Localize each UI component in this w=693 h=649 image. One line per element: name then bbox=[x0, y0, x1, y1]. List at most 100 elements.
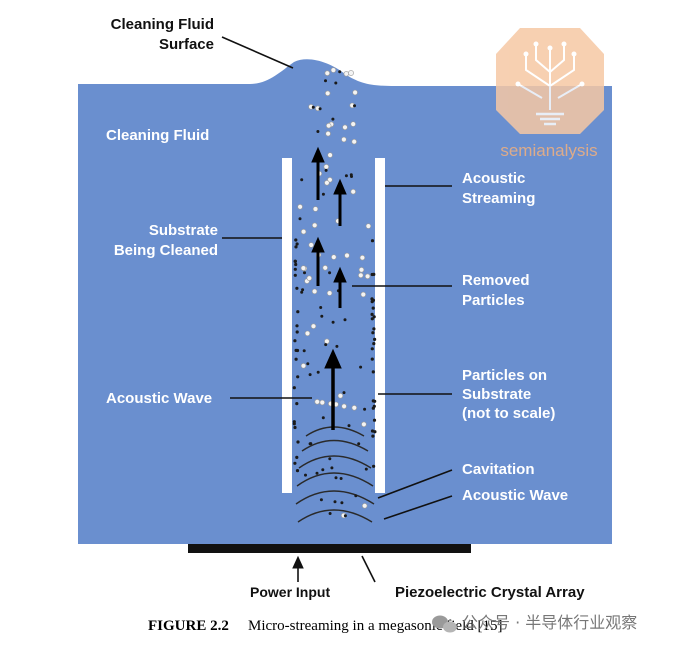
label-particles-line3: (not to scale) bbox=[462, 405, 555, 422]
label-acoustic-wave-left: Acoustic Wave bbox=[106, 390, 212, 407]
channel-watermark-text: 公众号 · 半导体行业观察 bbox=[462, 613, 637, 632]
streaming-arrows bbox=[311, 146, 347, 430]
substrate-particle bbox=[295, 286, 299, 290]
substrate-particle bbox=[370, 347, 374, 351]
particle bbox=[302, 349, 306, 353]
particle bbox=[365, 223, 372, 229]
particle bbox=[312, 206, 319, 212]
particle bbox=[362, 503, 368, 509]
substrate-particle bbox=[370, 312, 374, 316]
label-substrate-line2: Being Cleaned bbox=[114, 242, 218, 259]
surface-particle bbox=[348, 70, 354, 76]
particle bbox=[341, 136, 347, 143]
particle bbox=[304, 330, 311, 337]
label-particles-line1: Particles on bbox=[462, 367, 547, 384]
semianalysis-logo: semianalysis bbox=[496, 28, 604, 160]
caption-figure-label: FIGURE 2.2 bbox=[148, 618, 229, 634]
label-substrate-line1: Substrate bbox=[149, 222, 218, 239]
substrate-particle bbox=[295, 402, 299, 406]
substrate-particle bbox=[293, 267, 297, 271]
particle bbox=[309, 442, 313, 446]
particle bbox=[358, 272, 364, 278]
label-cleaning-fluid: Cleaning Fluid bbox=[106, 127, 209, 144]
wechat-icon bbox=[432, 615, 457, 633]
cleaning-fluid-tank bbox=[78, 59, 612, 545]
substrate-particle bbox=[373, 399, 377, 403]
particle bbox=[360, 291, 366, 298]
label-particles-line2: Substrate bbox=[462, 386, 531, 403]
particle-field bbox=[292, 67, 377, 519]
substrate-particle bbox=[296, 440, 300, 444]
particle bbox=[321, 468, 325, 472]
label-removed-line1: Removed bbox=[462, 272, 530, 289]
particle bbox=[335, 344, 339, 348]
substrate-particle bbox=[295, 242, 299, 246]
particle bbox=[363, 407, 367, 411]
substrate-particle bbox=[372, 315, 376, 319]
particle bbox=[326, 122, 332, 129]
label-removed-line2: Particles bbox=[462, 292, 525, 309]
particle bbox=[361, 421, 367, 427]
label-streaming-line2: Streaming bbox=[462, 190, 535, 207]
particle bbox=[339, 477, 343, 480]
particle bbox=[334, 81, 338, 85]
particle bbox=[304, 473, 307, 477]
substrate-particle bbox=[372, 418, 377, 422]
particle bbox=[343, 71, 349, 77]
particle bbox=[324, 180, 330, 186]
substrate-particle bbox=[294, 357, 298, 361]
particle bbox=[327, 152, 333, 158]
power-input-arrow bbox=[292, 555, 304, 582]
particle bbox=[320, 314, 324, 318]
particle bbox=[343, 318, 347, 322]
particle bbox=[321, 192, 325, 196]
particle bbox=[334, 476, 338, 480]
particle bbox=[308, 373, 312, 377]
particle bbox=[319, 399, 325, 406]
particle bbox=[340, 501, 344, 505]
substrate-particle bbox=[370, 239, 375, 243]
particle bbox=[316, 370, 320, 374]
particle bbox=[311, 288, 318, 295]
particle bbox=[357, 442, 361, 446]
particle bbox=[349, 173, 353, 177]
particle bbox=[314, 399, 320, 405]
particle bbox=[324, 168, 328, 172]
particle bbox=[328, 271, 332, 275]
particle bbox=[328, 512, 332, 515]
substrate-particle bbox=[296, 375, 300, 379]
label-power-input: Power Input bbox=[250, 584, 330, 600]
particle bbox=[359, 255, 366, 261]
particle bbox=[343, 514, 347, 518]
substrate-particle bbox=[370, 357, 374, 361]
particle bbox=[324, 70, 330, 76]
particle bbox=[324, 338, 330, 344]
particle bbox=[300, 290, 304, 294]
particle bbox=[331, 320, 335, 324]
particle bbox=[319, 498, 323, 502]
label-crystal-array: Piezoelectric Crystal Array bbox=[395, 584, 585, 601]
particle bbox=[350, 189, 356, 195]
particle bbox=[300, 363, 307, 369]
particle bbox=[303, 271, 306, 275]
substrate-particle bbox=[371, 306, 375, 310]
particle bbox=[351, 405, 357, 411]
substrate-particle bbox=[295, 330, 299, 334]
substrate-particle bbox=[292, 422, 296, 426]
substrate-particle bbox=[294, 245, 298, 249]
substrate-particle bbox=[295, 324, 299, 328]
substrate-particle bbox=[373, 430, 377, 434]
substrate-particle bbox=[294, 238, 298, 242]
particle bbox=[330, 67, 337, 73]
substrate-particle bbox=[372, 342, 376, 346]
particle bbox=[318, 107, 322, 111]
substrate-particle bbox=[371, 298, 375, 302]
particle bbox=[297, 204, 303, 210]
substrate-particle bbox=[293, 425, 297, 430]
particle bbox=[328, 457, 332, 461]
substrate-particle bbox=[371, 331, 375, 335]
substrate-particle bbox=[293, 339, 297, 343]
substrate-particle bbox=[294, 262, 298, 267]
substrate-particle bbox=[370, 429, 375, 433]
